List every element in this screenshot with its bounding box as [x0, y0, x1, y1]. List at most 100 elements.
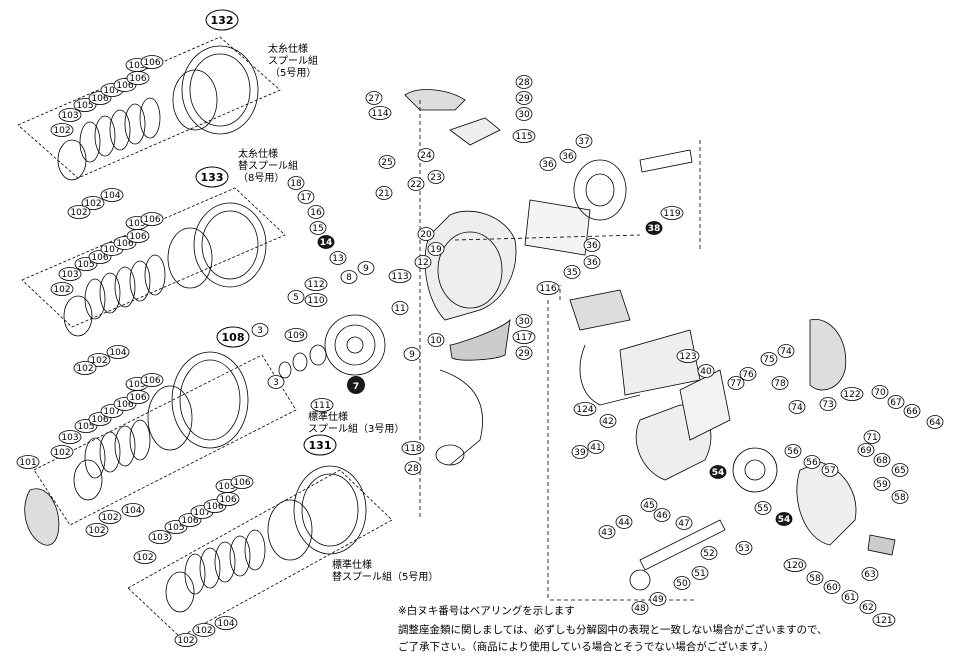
callout-102: 102 [85, 523, 109, 537]
callout-label: 50 [676, 579, 688, 589]
title-133-line2: 替スプール組 [238, 159, 298, 172]
callout-48: 48 [631, 601, 649, 615]
callout-28: 28 [515, 75, 533, 89]
callout-label: 123 [679, 352, 696, 362]
callout-49: 49 [649, 592, 667, 606]
title-131-line2: 替スプール組（5号用） [332, 570, 438, 583]
callout-16: 16 [307, 205, 325, 219]
callout-label: 20 [420, 230, 432, 240]
callout-label: 36 [562, 152, 574, 162]
callout-bubble [926, 415, 944, 429]
callout-label: 101 [19, 458, 36, 468]
callout-bubble [50, 445, 74, 459]
callout-bubble [287, 290, 305, 304]
callout-104: 104 [121, 503, 145, 517]
callout-label: 104 [109, 348, 126, 358]
callout-18: 18 [287, 176, 305, 190]
rotor [424, 149, 693, 361]
callout-bubble [575, 134, 593, 148]
callout-label: 16 [310, 208, 322, 218]
callout-label: 103 [61, 433, 78, 443]
callout-bubble [599, 414, 617, 428]
callout-bubble [631, 601, 649, 615]
callout-bubble [287, 176, 305, 190]
callout-bubble [583, 238, 601, 252]
callout-bubble [515, 346, 533, 360]
callout-bubble [309, 221, 327, 235]
callout-57: 57 [821, 463, 839, 477]
callout-bubble [50, 123, 74, 137]
callout-label: 3 [273, 378, 279, 388]
callout-102: 102 [81, 196, 105, 210]
callout-label: 3 [257, 326, 263, 336]
callout-30: 30 [515, 314, 533, 328]
group-108-number: 108 [222, 331, 245, 344]
callout-bubble [559, 149, 577, 163]
callout-label: 124 [576, 405, 593, 415]
callout-label: 102 [101, 513, 118, 523]
callout-label: 105 [128, 219, 145, 229]
callout-47: 47 [675, 516, 693, 530]
callout-bubble [417, 148, 435, 162]
callout-label: 38 [648, 224, 661, 234]
callout-bubble [840, 387, 864, 401]
callout-bubble [675, 516, 693, 530]
callout-label: 102 [88, 526, 105, 536]
callout-label: 54 [712, 468, 725, 478]
callout-label: 53 [738, 544, 749, 554]
callout-label: 9 [409, 350, 415, 360]
callout-117: 117 [512, 330, 536, 344]
callout-label: 105 [77, 422, 94, 432]
callout-109: 109 [284, 328, 308, 342]
callout-61: 61 [841, 590, 859, 604]
callout-bubble [73, 361, 97, 375]
callout-65: 65 [891, 463, 909, 477]
group-numbers: 132 133 108 131 7 [195, 9, 365, 456]
callout-label: 35 [566, 268, 577, 278]
callout-label: 30 [518, 110, 530, 120]
callout-70: 70 [871, 385, 889, 399]
callout-121: 121 [872, 613, 896, 627]
callout-bubble [571, 445, 589, 459]
callout-label: 67 [890, 398, 901, 408]
callout-label: 19 [430, 245, 442, 255]
callout-label: 102 [84, 199, 101, 209]
callout-label: 111 [313, 401, 330, 411]
callout-label: 13 [332, 254, 343, 264]
callout-45: 45 [640, 498, 658, 512]
callout-label: 109 [287, 331, 304, 341]
callout-71: 71 [863, 430, 881, 444]
callout-label: 106 [129, 393, 146, 403]
callout-122: 122 [840, 387, 864, 401]
callout-bubble [140, 373, 164, 387]
callout-label: 107 [103, 245, 120, 255]
callout-66: 66 [903, 404, 921, 418]
callout-74: 74 [788, 400, 806, 414]
callout-label: 63 [864, 570, 875, 580]
callout-19: 19 [427, 242, 445, 256]
callout-label: 8 [346, 273, 352, 283]
callout-35: 35 [563, 265, 581, 279]
title-132-line2: スプール組 [268, 54, 318, 67]
callout-bubble [407, 177, 425, 191]
callout-bubble [58, 267, 82, 281]
callout-102: 102 [50, 123, 74, 137]
callout-bubble [58, 430, 82, 444]
callout-106: 106 [140, 373, 164, 387]
callout-bubble [133, 550, 157, 564]
callout-label: 10 [430, 336, 442, 346]
group-131-number: 131 [309, 439, 332, 452]
callout-44: 44 [615, 515, 633, 529]
callout-37: 37 [575, 134, 593, 148]
callout-bubble [515, 107, 533, 121]
callout-106: 106 [126, 229, 150, 243]
bearing-note: ※白ヌキ番号はベアリングを示します [398, 605, 575, 617]
callout-label: 104 [103, 191, 120, 201]
adjust-note-line1: 調整座金類に関しましては、必ずしも分解図中の表現と一致しない場合がございますので… [398, 624, 828, 636]
callout-102: 102 [174, 633, 198, 647]
callout-label: 29 [518, 349, 530, 359]
callout-label: 56 [806, 458, 818, 468]
callout-label: 17 [300, 193, 311, 203]
callout-bubble [806, 571, 824, 585]
callout-bubble [140, 212, 164, 226]
